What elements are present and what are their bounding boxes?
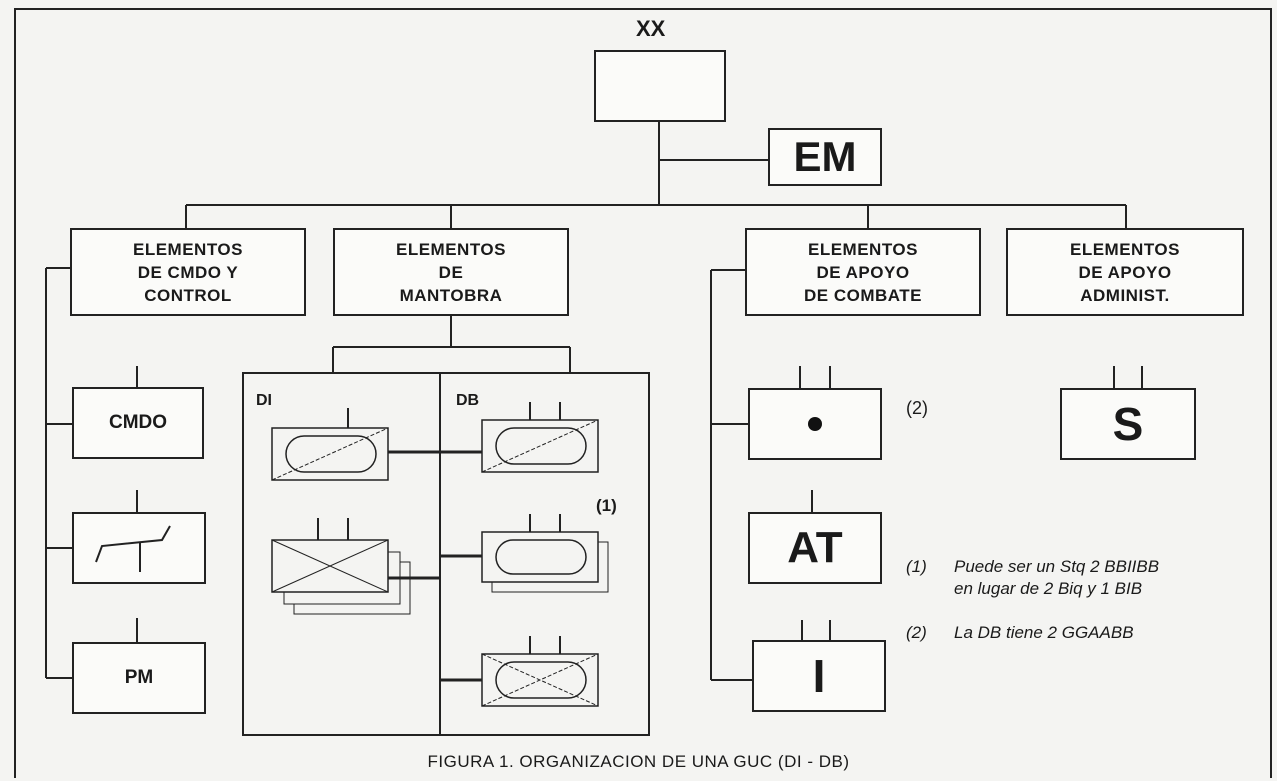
header-cmdo-control: ELEMENTOS DE CMDO Y CONTROL [70, 228, 306, 316]
cmdo-label: CMDO [108, 412, 168, 433]
engineer-label: I [812, 650, 826, 702]
db-label: DB [456, 392, 480, 409]
header-maniobra: ELEMENTOS DE MANTOBRA [333, 228, 569, 316]
command-post-icon [95, 525, 171, 572]
armored-infantry-icon [481, 653, 599, 707]
supply-box: S [1060, 388, 1196, 460]
division-hq-box [594, 50, 726, 122]
mech-infantry-icon [271, 427, 389, 481]
antitank-label: AT [787, 523, 843, 572]
note-1-text: Puede ser un Stq 2 BBIIBB en lugar de 2 … [954, 557, 1160, 598]
pm-label: PM [124, 667, 154, 688]
ref-1-label: (1) [596, 496, 617, 515]
armor-stack-icon [481, 531, 609, 593]
header-apoyo-admin-label: ELEMENTOS DE APOYO ADMINIST. [1070, 239, 1180, 305]
pm-box: PM [72, 642, 206, 714]
cmdo-box: CMDO [72, 387, 204, 459]
note-2-text: La DB tiene 2 GGAABB [954, 623, 1134, 642]
artillery-box [748, 388, 882, 460]
mech-infantry-db-icon [481, 419, 599, 473]
staff-label: EM [793, 133, 857, 180]
staff-box: EM [768, 128, 882, 186]
header-apoyo-combate: ELEMENTOS DE APOYO DE COMBATE [745, 228, 981, 316]
antitank-box: AT [748, 512, 882, 584]
figure-frame [14, 8, 1272, 778]
supply-label: S [1112, 398, 1144, 450]
ref-2-label: (2) [906, 398, 928, 418]
di-label: DI [256, 392, 272, 409]
header-apoyo-combate-label: ELEMENTOS DE APOYO DE COMBATE [803, 239, 922, 305]
note-2-number: (2) [906, 623, 927, 642]
header-cmdo-control-label: ELEMENTOS DE CMDO Y CONTROL [133, 239, 243, 305]
engineer-box: I [752, 640, 886, 712]
maneuver-group-box [242, 372, 650, 736]
artillery-dot-icon [808, 417, 822, 431]
figure-caption: FIGURA 1. ORGANIZACION DE UNA GUC (DI - … [427, 752, 850, 771]
control-symbol-box [72, 512, 206, 584]
echelon-label: XX [636, 16, 666, 41]
header-maniobra-label: ELEMENTOS DE MANTOBRA [396, 239, 506, 305]
infantry-stack-icon [271, 539, 411, 615]
header-apoyo-admin: ELEMENTOS DE APOYO ADMINIST. [1006, 228, 1244, 316]
note-1-number: (1) [906, 557, 927, 576]
